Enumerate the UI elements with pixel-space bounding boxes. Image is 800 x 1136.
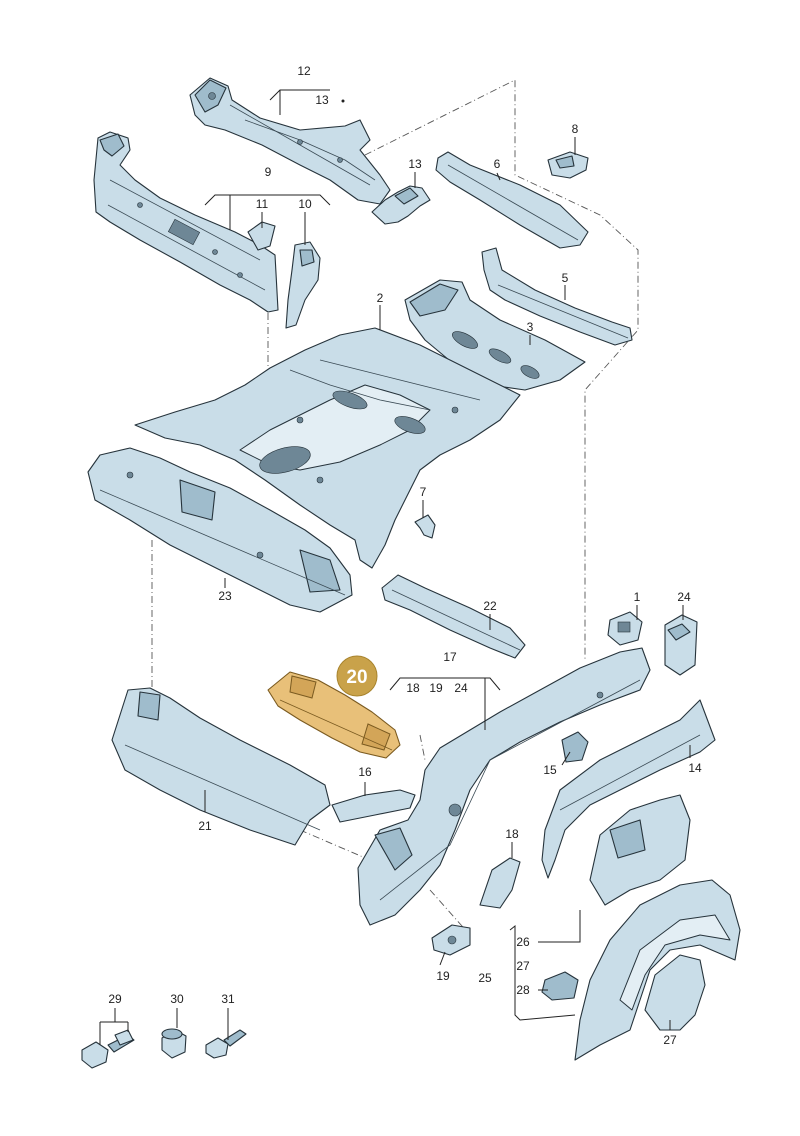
label-22: 22: [483, 599, 497, 613]
part-14-rail: [541, 699, 716, 879]
label-1: 1: [634, 590, 641, 604]
fastener-30: [161, 1028, 187, 1059]
label-24: 24: [677, 590, 691, 604]
label-16: 16: [358, 765, 372, 779]
label-13-top: 13: [315, 93, 329, 107]
part-2-floor-pan: [134, 327, 521, 569]
part-11-bracket: [247, 221, 276, 251]
label-8: 8: [572, 122, 579, 136]
part-9-rear-panel: [93, 131, 279, 313]
part-18-bracket: [479, 857, 521, 909]
label-26: 26: [516, 935, 530, 949]
part-20-highlighted: [267, 671, 401, 759]
part-1-bracket: [607, 611, 643, 646]
badge-circle: [336, 655, 378, 697]
part-19-plate: [431, 924, 471, 956]
label-17-sub-18: 18: [406, 681, 420, 695]
label-30: 30: [170, 992, 184, 1006]
part-25-wheelhouse: [574, 879, 741, 1061]
label-27-right: 27: [516, 959, 530, 973]
label-17: 17: [443, 650, 457, 664]
part-8-bracket: [547, 151, 589, 179]
rear-inner-structure: [589, 794, 691, 906]
part-15-block: [561, 731, 589, 763]
part-28-clip: [541, 971, 579, 1001]
alignment-guides: [151, 79, 639, 936]
part-21-sill: [111, 687, 331, 846]
part-27-panel: [644, 954, 706, 1031]
label-10: 10: [298, 197, 312, 211]
highlight-badge: 20: [336, 655, 378, 697]
longitudinal-member: [357, 647, 651, 926]
part-5-crossmember: [481, 247, 633, 346]
label-14: 14: [688, 761, 702, 775]
label-11: 11: [256, 197, 269, 211]
label-13: 13: [408, 157, 422, 171]
part-13-bracket: [371, 185, 431, 225]
part-6-rail: [435, 151, 589, 249]
label-2: 2: [377, 291, 384, 305]
label-5: 5: [562, 271, 569, 285]
label-27-bottom: 27: [663, 1033, 677, 1047]
part-22-bar: [381, 574, 526, 659]
label-9: 9: [265, 165, 272, 179]
label-29: 29: [108, 992, 122, 1006]
label-31: 31: [221, 992, 235, 1006]
label-18: 18: [505, 827, 519, 841]
fastener-31: [205, 1029, 247, 1059]
part-23-crossmember: [87, 447, 353, 613]
label-6: 6: [494, 157, 501, 171]
part-10-upright: [285, 241, 321, 329]
label-21: 21: [198, 819, 212, 833]
fastener-29: [81, 1029, 135, 1069]
part-3-tray: [404, 279, 586, 391]
label-17-sub-24: 24: [454, 681, 468, 695]
label-12: 12: [297, 64, 311, 78]
label-25: 25: [478, 971, 492, 985]
label-15: 15: [543, 763, 557, 777]
label-7: 7: [420, 485, 427, 499]
label-23: 23: [218, 589, 232, 603]
part-12-rail: [189, 77, 391, 205]
label-28: 28: [516, 983, 530, 997]
label-19: 19: [436, 969, 450, 983]
callout-labels: 12 13 9 11 10 13 6 8 5 3 2 7 23 22 17 18…: [108, 64, 702, 1047]
label-17-sub-19: 19: [429, 681, 443, 695]
badge-number: 20: [346, 667, 367, 688]
leader-lines: [99, 89, 691, 1045]
part-16-bar: [331, 789, 416, 823]
part-24-mount: [664, 614, 698, 676]
part-7-clip: [414, 514, 436, 539]
label-3: 3: [527, 320, 534, 334]
